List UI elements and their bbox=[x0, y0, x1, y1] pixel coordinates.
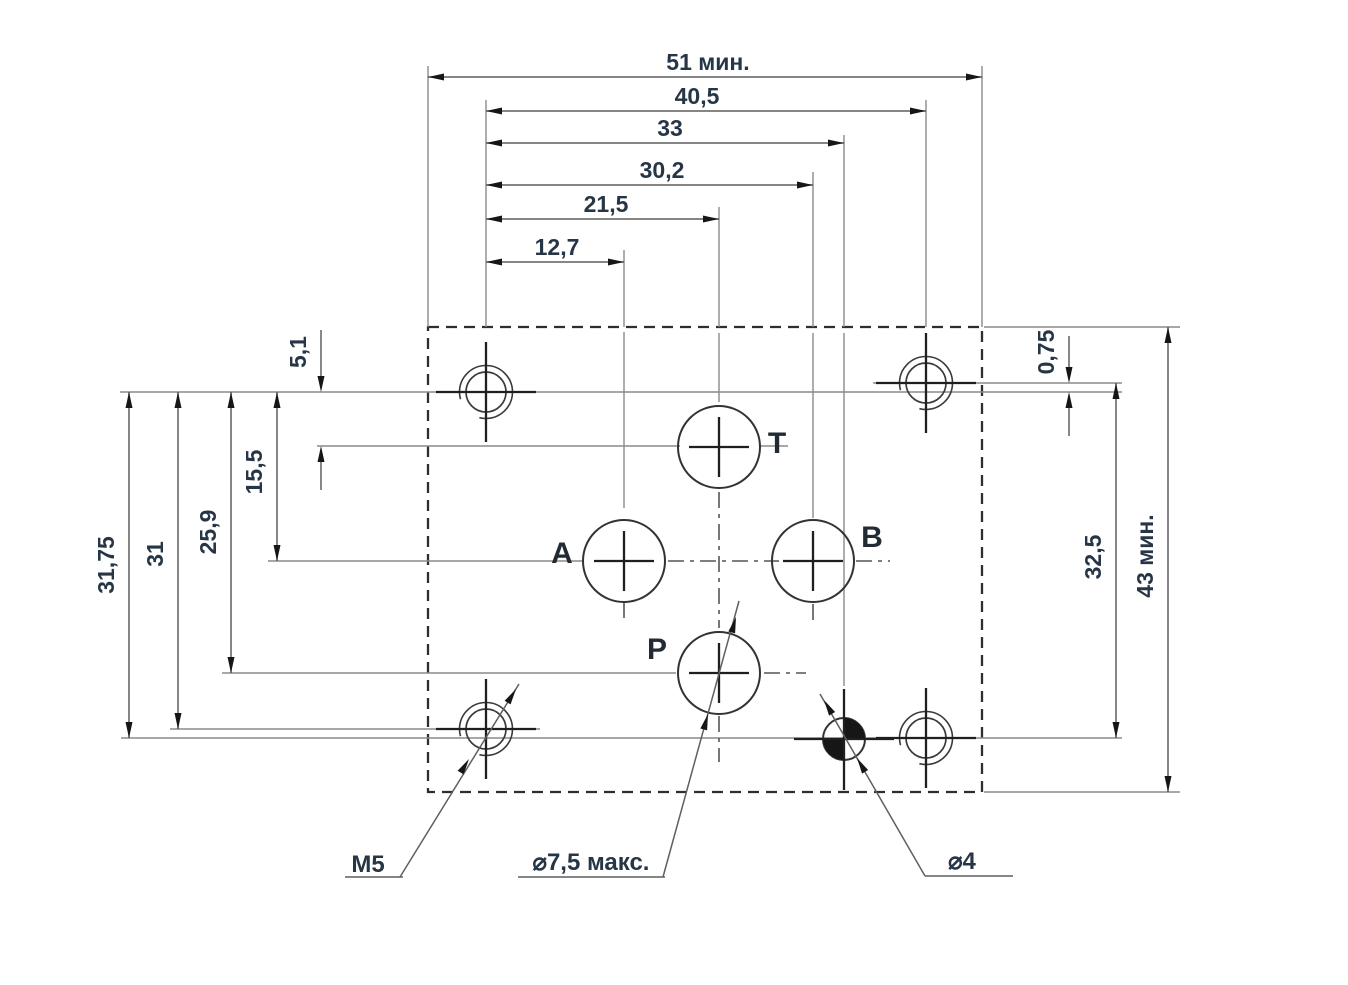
callout-m5: M5 bbox=[345, 683, 520, 878]
dim-5-1: 5,1 bbox=[285, 336, 311, 368]
right-dimensions: 0,75 32,5 43 мин. bbox=[1033, 327, 1172, 792]
port-label-a: A bbox=[551, 537, 573, 570]
callout-pin-diameter-label: ⌀4 bbox=[948, 848, 976, 875]
dim-32-5: 32,5 bbox=[1080, 534, 1106, 579]
callout-port-diameter: ⌀7,5 макс. bbox=[518, 600, 740, 878]
bolt-hole-bottom-left bbox=[436, 679, 536, 779]
port-a bbox=[582, 519, 666, 603]
ports bbox=[582, 405, 855, 715]
dim-21-5: 21,5 bbox=[584, 191, 629, 217]
callout-pin-diameter: ⌀4 bbox=[819, 693, 1013, 877]
top-dimensions: 51 мин. 40,5 33 30,2 21,5 12,7 bbox=[428, 49, 982, 266]
left-dimensions: 31,75 31 25,9 15,5 5,1 bbox=[93, 330, 325, 738]
dim-12-7: 12,7 bbox=[535, 234, 580, 260]
dim-25-9: 25,9 bbox=[195, 510, 221, 555]
bolt-holes bbox=[436, 333, 976, 788]
dim-33: 33 bbox=[657, 115, 683, 141]
bolt-hole-top-left bbox=[436, 342, 536, 442]
centerlines bbox=[623, 332, 890, 762]
pin-hole bbox=[794, 689, 894, 790]
plate-outline bbox=[426, 325, 984, 794]
bolt-hole-top-right bbox=[876, 333, 976, 433]
callout-m5-label: M5 bbox=[351, 851, 384, 878]
port-label-b: B bbox=[861, 521, 883, 554]
dim-31: 31 bbox=[142, 541, 168, 567]
port-t bbox=[677, 405, 761, 489]
dim-0-75: 0,75 bbox=[1033, 329, 1059, 374]
port-labels: T A B P bbox=[551, 427, 883, 666]
dim-51-min: 51 мин. bbox=[666, 49, 749, 75]
dim-40-5: 40,5 bbox=[675, 83, 720, 109]
dim-43-min: 43 мин. bbox=[1132, 514, 1158, 597]
port-label-t: T bbox=[768, 427, 786, 460]
dim-30-2: 30,2 bbox=[640, 157, 685, 183]
dim-31-75: 31,75 bbox=[93, 536, 119, 594]
port-label-p: P bbox=[647, 633, 667, 666]
port-b bbox=[771, 519, 855, 603]
dim-15-5: 15,5 bbox=[241, 449, 267, 494]
callout-port-diameter-label: ⌀7,5 макс. bbox=[533, 849, 650, 876]
